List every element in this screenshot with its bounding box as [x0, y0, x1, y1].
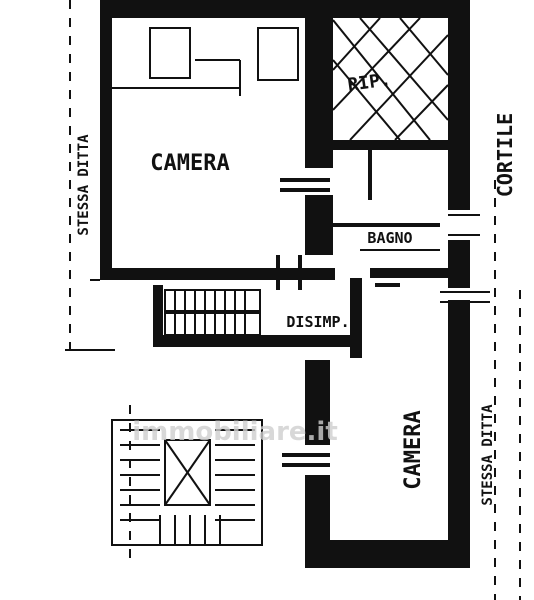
- room-label-camera-bottom: CAMERA: [401, 410, 426, 489]
- watermark-text: immobiliare.it: [132, 417, 338, 447]
- label-stessa-ditta-right: STESSA DITTA: [480, 404, 496, 506]
- interior-lines: [65, 27, 490, 467]
- room-label-camera-top: CAMERA: [150, 151, 229, 176]
- room-label-bagno: BAGNO: [367, 229, 412, 247]
- label-cortile: CORTILE: [493, 113, 517, 197]
- rip-hatch: [333, 18, 448, 140]
- stairs-upper: [164, 289, 261, 336]
- walls: [100, 0, 470, 568]
- label-stessa-ditta-left: STESSA DITTA: [76, 134, 92, 236]
- room-label-disimp: DISIMP.: [286, 313, 349, 331]
- room-label-rip: RIP.: [346, 69, 392, 96]
- stairwell: [111, 419, 263, 546]
